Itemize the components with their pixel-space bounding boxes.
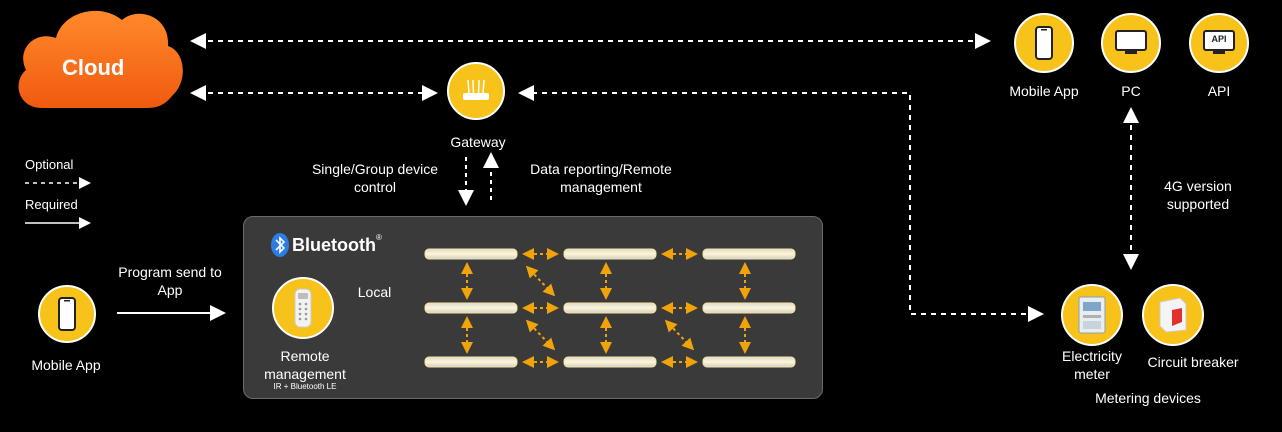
legend-required: Required <box>25 197 78 212</box>
light-bar <box>563 356 657 368</box>
data-reporting-label: Data reporting/Remote management <box>530 161 672 195</box>
light-bar <box>563 248 657 260</box>
bluetooth-logo: Bluetooth ® <box>271 233 382 257</box>
mesh-arrow <box>525 319 556 351</box>
mobile-app-right-node <box>1014 13 1074 73</box>
circuit-breaker-node <box>1142 284 1204 346</box>
light-bar <box>702 356 796 368</box>
cloud-label: Cloud <box>62 55 125 80</box>
circuit-breaker-label: Circuit breaker <box>1147 354 1239 370</box>
light-bar <box>424 248 518 260</box>
mesh-arrow <box>664 319 695 351</box>
bluetooth-icon <box>271 233 289 257</box>
electricity-meter-icon <box>1078 296 1106 334</box>
mobile-app-left-label: Mobile App <box>31 357 101 373</box>
remote-sub-label: IR + Bluetooth LE <box>273 382 337 391</box>
light-grid <box>424 248 796 368</box>
program-send-label: Program send to App <box>118 264 222 298</box>
local-label: Local <box>357 284 392 300</box>
phone-icon <box>58 297 76 331</box>
gateway-metering-link <box>518 85 1044 322</box>
light-bar <box>563 302 657 314</box>
router-icon <box>463 79 489 100</box>
pc-label: PC <box>1121 83 1141 99</box>
remote-node <box>272 277 334 339</box>
mesh-arrow <box>525 265 556 297</box>
light-bar <box>424 302 518 314</box>
gateway-label: Gateway <box>450 134 506 150</box>
electricity-meter-node <box>1061 284 1123 346</box>
remote-label: Remote management <box>264 348 346 382</box>
mobile-app-left-node <box>38 285 96 343</box>
remote-control-icon <box>294 288 312 328</box>
light-bar <box>702 248 796 260</box>
api-label: API <box>1207 83 1231 99</box>
circuit-breaker-icon <box>1159 297 1187 333</box>
api-node: API <box>1189 13 1249 73</box>
light-bar <box>702 302 796 314</box>
bluetooth-reg: ® <box>375 233 382 242</box>
light-bar <box>424 356 518 368</box>
cloud-shape <box>18 10 183 108</box>
fourg-label: 4G version supported <box>1164 178 1232 212</box>
metering-devices-label: Metering devices <box>1095 390 1201 406</box>
pc-node <box>1101 13 1161 73</box>
electricity-meter-label: Electricity meter <box>1062 348 1122 382</box>
api-icon: API <box>1202 29 1236 57</box>
mobile-app-right-label: Mobile App <box>1009 83 1079 99</box>
single-group-label: Single/Group device control <box>311 161 439 195</box>
phone-icon <box>1035 26 1053 60</box>
legend-optional: Optional <box>25 157 74 172</box>
monitor-icon <box>1115 30 1147 54</box>
api-icon-text: API <box>1211 34 1227 44</box>
gateway-node <box>447 62 505 120</box>
bluetooth-text: Bluetooth <box>292 234 376 255</box>
